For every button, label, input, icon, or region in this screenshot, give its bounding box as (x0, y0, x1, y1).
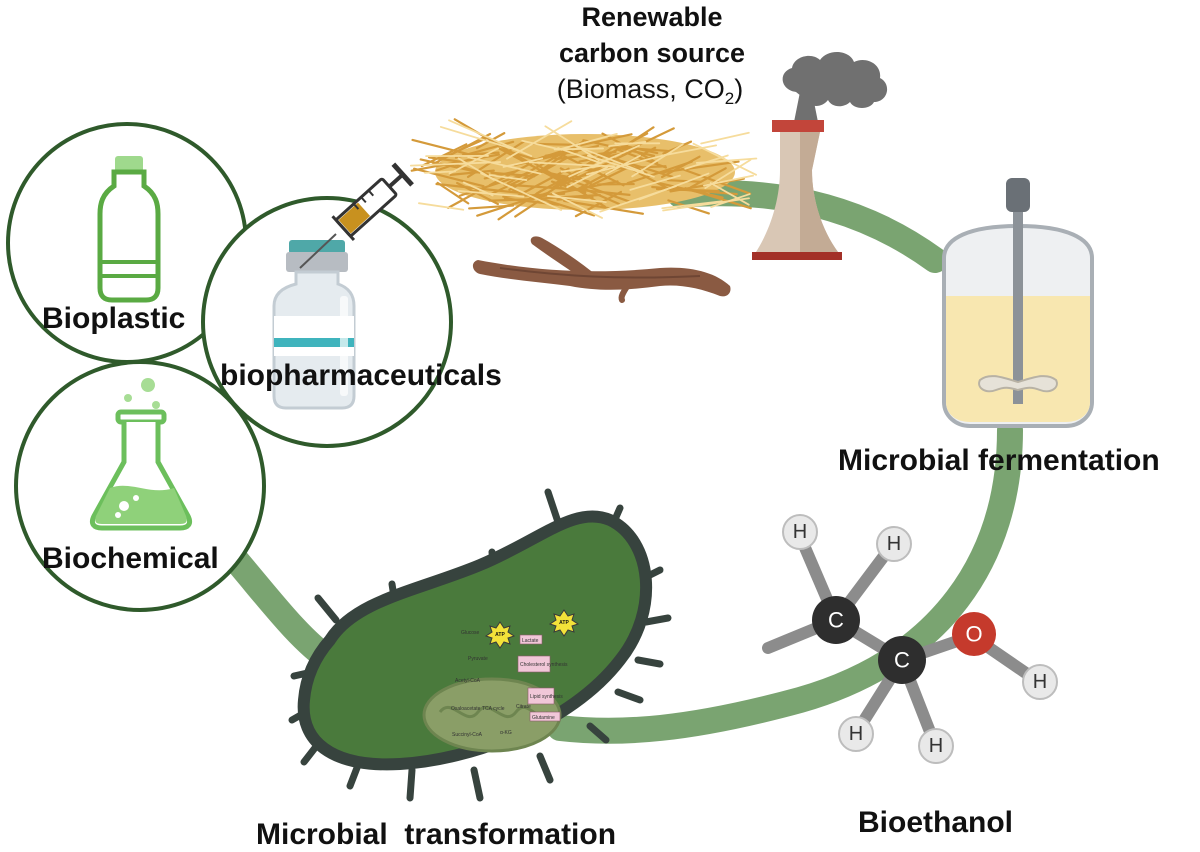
hydrogen-atom: H (918, 728, 954, 764)
hydrogen-atom-label: H (1033, 671, 1047, 693)
atp-label: ATP (559, 620, 569, 626)
carbon-atom: C (812, 596, 860, 644)
pathway-cholesterol: Cholesterol synthesis (520, 662, 568, 668)
biopharmaceuticals-label: biopharmaceuticals (220, 359, 502, 392)
biochemical-label: Biochemical (42, 542, 219, 575)
pathway-lipid: Lipid synthesis (530, 694, 563, 700)
syringe-icon (299, 162, 414, 269)
source-title-line2: carbon source (559, 38, 745, 68)
bioethanol-label: Bioethanol (858, 806, 1013, 839)
source-subtitle: (Biomass, CO2) (557, 74, 744, 108)
pathway-succinyl: Succinyl-CoA (452, 732, 483, 738)
atp-burst-icon: ATP (484, 621, 516, 649)
hydrogen-atom: H (782, 514, 818, 550)
metabolic-pathway: Glucose Pyruvate Acetyl-CoA Oxaloacetate… (451, 609, 580, 738)
fermentation-label: Microbial fermentation (838, 444, 1160, 477)
ethanol-molecule: H H H H H C C O (762, 514, 1058, 764)
straw-biomass-icon (409, 118, 758, 221)
biochemical-node: Biochemical (14, 360, 266, 612)
pathway-glucose: Glucose (461, 630, 480, 636)
pathway-akg: α-KG (500, 730, 512, 736)
carbon-atom: C (878, 636, 926, 684)
pathway-oxaloacetate: Oxaloacetate (451, 706, 481, 712)
bottle-icon (97, 156, 161, 303)
hydrogen-atom: H (1022, 664, 1058, 700)
carbon-source-title: Renewable carbon source (Biomass, CO2) (557, 2, 745, 108)
atp-label: ATP (495, 632, 505, 638)
hydrogen-atom: H (838, 716, 874, 752)
biopharmaceuticals-node: biopharmaceuticals (201, 162, 502, 448)
atp-burst-icon: ATP (548, 609, 580, 637)
hydrogen-atom-label: H (929, 735, 943, 757)
hydrogen-atom-label: H (887, 533, 901, 555)
pathway-tca: TCA cycle (482, 706, 505, 712)
branch-icon (472, 236, 731, 303)
pathway-lactate: Lactate (522, 638, 539, 644)
oxygen-atom-label: O (965, 622, 982, 647)
hydrogen-atom-label: H (849, 723, 863, 745)
microbe-cell-icon: Glucose Pyruvate Acetyl-CoA Oxaloacetate… (288, 488, 672, 802)
source-subtitle-close: ) (734, 74, 743, 104)
factory-chimney-icon (752, 51, 888, 260)
source-subtitle-sub: 2 (725, 89, 734, 108)
hydrogen-atom: H (876, 526, 912, 562)
hydrogen-atom-label: H (793, 521, 807, 543)
pathway-citrate: Citrate (516, 704, 531, 710)
carbon-atom-label: C (894, 648, 910, 673)
pathway-pyruvate: Pyruvate (468, 656, 488, 662)
bioreactor-icon (942, 178, 1094, 428)
source-subtitle-open: (Biomass, CO (557, 74, 725, 104)
oxygen-atom: O (952, 612, 996, 656)
flask-icon (89, 378, 193, 531)
bioplastic-label: Bioplastic (42, 302, 185, 335)
pathway-glutamine: Glutamine (532, 715, 555, 721)
source-title-line1: Renewable (581, 2, 722, 32)
transformation-label: Microbial transformation (256, 818, 616, 851)
pathway-acetyl-coa: Acetyl-CoA (455, 678, 481, 684)
carbon-atom-label: C (828, 608, 844, 633)
